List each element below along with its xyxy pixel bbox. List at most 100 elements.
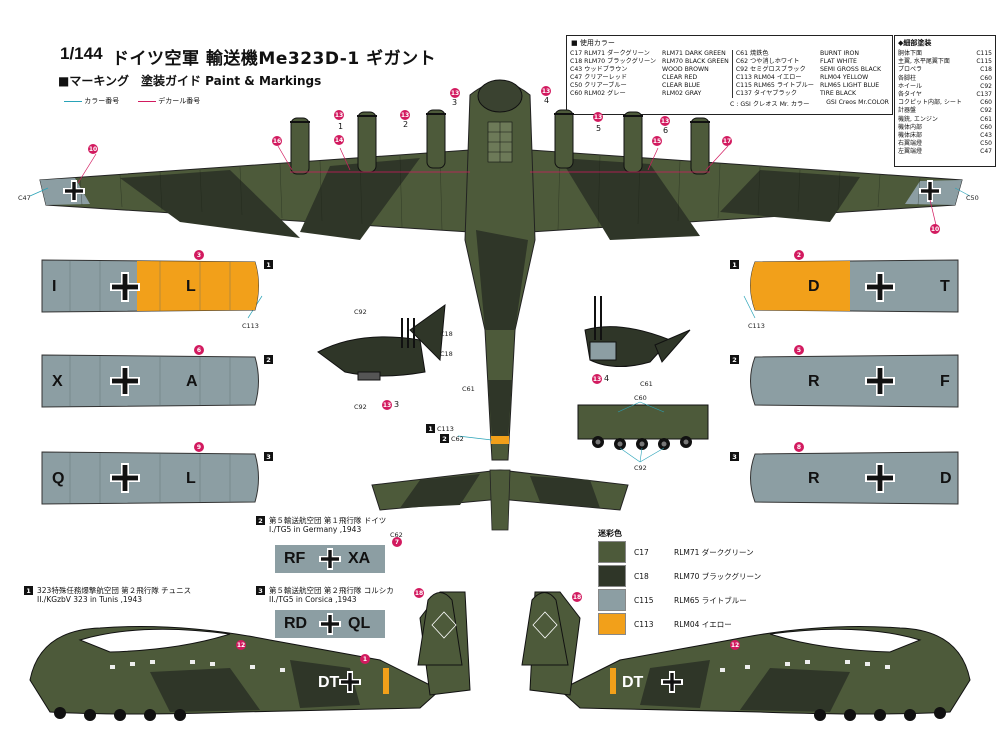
detail-paint-color: C47 [980,148,992,156]
colors-used-cell: RLM71 DARK GREEN [662,50,726,57]
version-1-number: 1 [24,586,33,595]
decal-callout: 13 [660,116,670,126]
decal-callout: 15 [652,136,662,146]
detail-paint-part: 各脚柱 [898,74,917,82]
camo-legend-heading: 迷彩色 [598,529,622,538]
wing-panel-version-number: 3 [264,452,273,461]
wing-panel-right-3 [750,451,959,505]
label-c50: C50 [966,194,979,202]
decal-callout: 16 [272,136,282,146]
camo-code: C18 [634,571,649,581]
colors-used-cell: C18 RLM70 ブラックグリーン [570,58,657,65]
camo-label: RLM04 イエロー [674,619,732,629]
detail-paint-color: C60 [980,123,992,131]
wing-panel-version-number: 3 [730,452,739,461]
side-view-left [29,591,471,721]
code-strip-version-2 [275,545,385,573]
colors-used-cell: C47 クリアーレッド [570,74,628,81]
colors-used-cell: C60 RLM02 グレー [570,90,626,97]
engine-nacelle [426,109,446,169]
colors-used-cell: RLM02 GRAY [662,90,702,97]
detail-paint-part: 左翼端燈 [898,148,923,156]
version-3-caption: 3 第５輸送航空団 第２飛行隊 コルシカ II./TG5 in Corsica … [256,586,394,604]
colors-used-cell: RLM65 LIGHT BLUE [819,82,880,89]
vertical-tail-right [521,592,569,666]
detail-paint-heading: ◆細部塗装 [898,39,932,47]
code-strip-version-3 [275,610,385,638]
detail-paint-part: 主翼, 水平尾翼下面 [898,58,950,66]
legend-decal-number: デカール番号 [138,96,200,106]
decal-callout: 8 [794,442,804,452]
colors-used-cell: C113 RLM04 イエロー [731,74,817,82]
decal-callout: 7 [392,537,402,547]
color-line-swatch [64,100,82,102]
decal-callout: 18 [414,588,424,598]
engine-nacelle [554,109,574,169]
fuselage-camo-patch [488,380,512,440]
colors-used-footer: C : GSI クレオス Mr. カラー GSI Creos Mr.COLOR [567,98,892,109]
detail-paint-row: 左翼端燈 C47 [895,148,995,156]
camo-label: RLM71 ダークグリーン [674,547,754,557]
colors-used-cell: TIRE BLACK [819,90,857,97]
wing-code-letter: F [940,373,950,390]
wing-code-letter: X [52,373,63,390]
detail-paint-part: 胴体下面 [898,50,923,57]
label-c92-b: C92 [354,403,367,411]
label-c18-b: C18 [440,350,453,358]
detail-paint-color: C115 [976,50,992,57]
wing-panel-version-number: 1 [264,260,273,269]
wing-camo-patch [120,170,300,238]
decal-callout: 13 [382,400,392,410]
wing-code-letter: Q [52,470,65,487]
detail-paint-color: C18 [980,66,992,74]
engine-num-1: 1 [338,122,344,131]
decal-callout: 3 [194,250,204,260]
version-1-jp: 323特殊任務爆撃航空団 第２飛行隊 チュニス [37,586,192,595]
engine-nacelle [623,111,643,173]
tail-camo-patch [400,474,480,508]
colors-used-cell: RLM04 YELLOW [819,74,869,81]
decal-callout: 5 [794,345,804,355]
camo-code: C17 [634,547,649,557]
label-c61-a: C61 [462,385,475,393]
camo-swatch [598,589,626,611]
decal-callout: 1 [360,654,370,664]
detail-paint-row: 胴体下面 C115 [895,50,995,58]
detail-paint-part: コクピット内部, シート [898,99,962,107]
label-c92-c: C92 [634,464,647,472]
decal-callout: 12 [730,640,740,650]
label-c60: C60 [634,394,647,402]
tail-camo-patch [530,476,600,508]
detail-paint-part: 機銃, エンジン [898,115,938,123]
version-1-en: II./KGzbV 323 in Tunis ,1943 [37,595,142,604]
decal-callout: 13 [593,112,603,122]
colors-used-cell: CLEAR RED [662,74,698,81]
rudder-top [489,469,511,531]
code-v2-right: XA [348,550,371,567]
label-c47: C47 [18,194,31,202]
detail-paint-color: C61 [980,115,992,123]
wing-code-letter: T [940,278,950,295]
page-title: ドイツ空軍 輸送機Me323D-1 ギガント [112,49,437,69]
detail-paint-part: 右翼端燈 [898,140,923,148]
engine-num-4: 4 [544,96,550,105]
wing-code-letter: L [186,278,196,295]
detail-paint-part: 機体床部 [898,132,923,140]
code-v2-left: RF [284,550,306,567]
colors-used-heading: ■ 使用カラー [571,39,615,47]
decal-callout: 12 [236,640,246,650]
decal-callout: 18 [572,592,582,602]
